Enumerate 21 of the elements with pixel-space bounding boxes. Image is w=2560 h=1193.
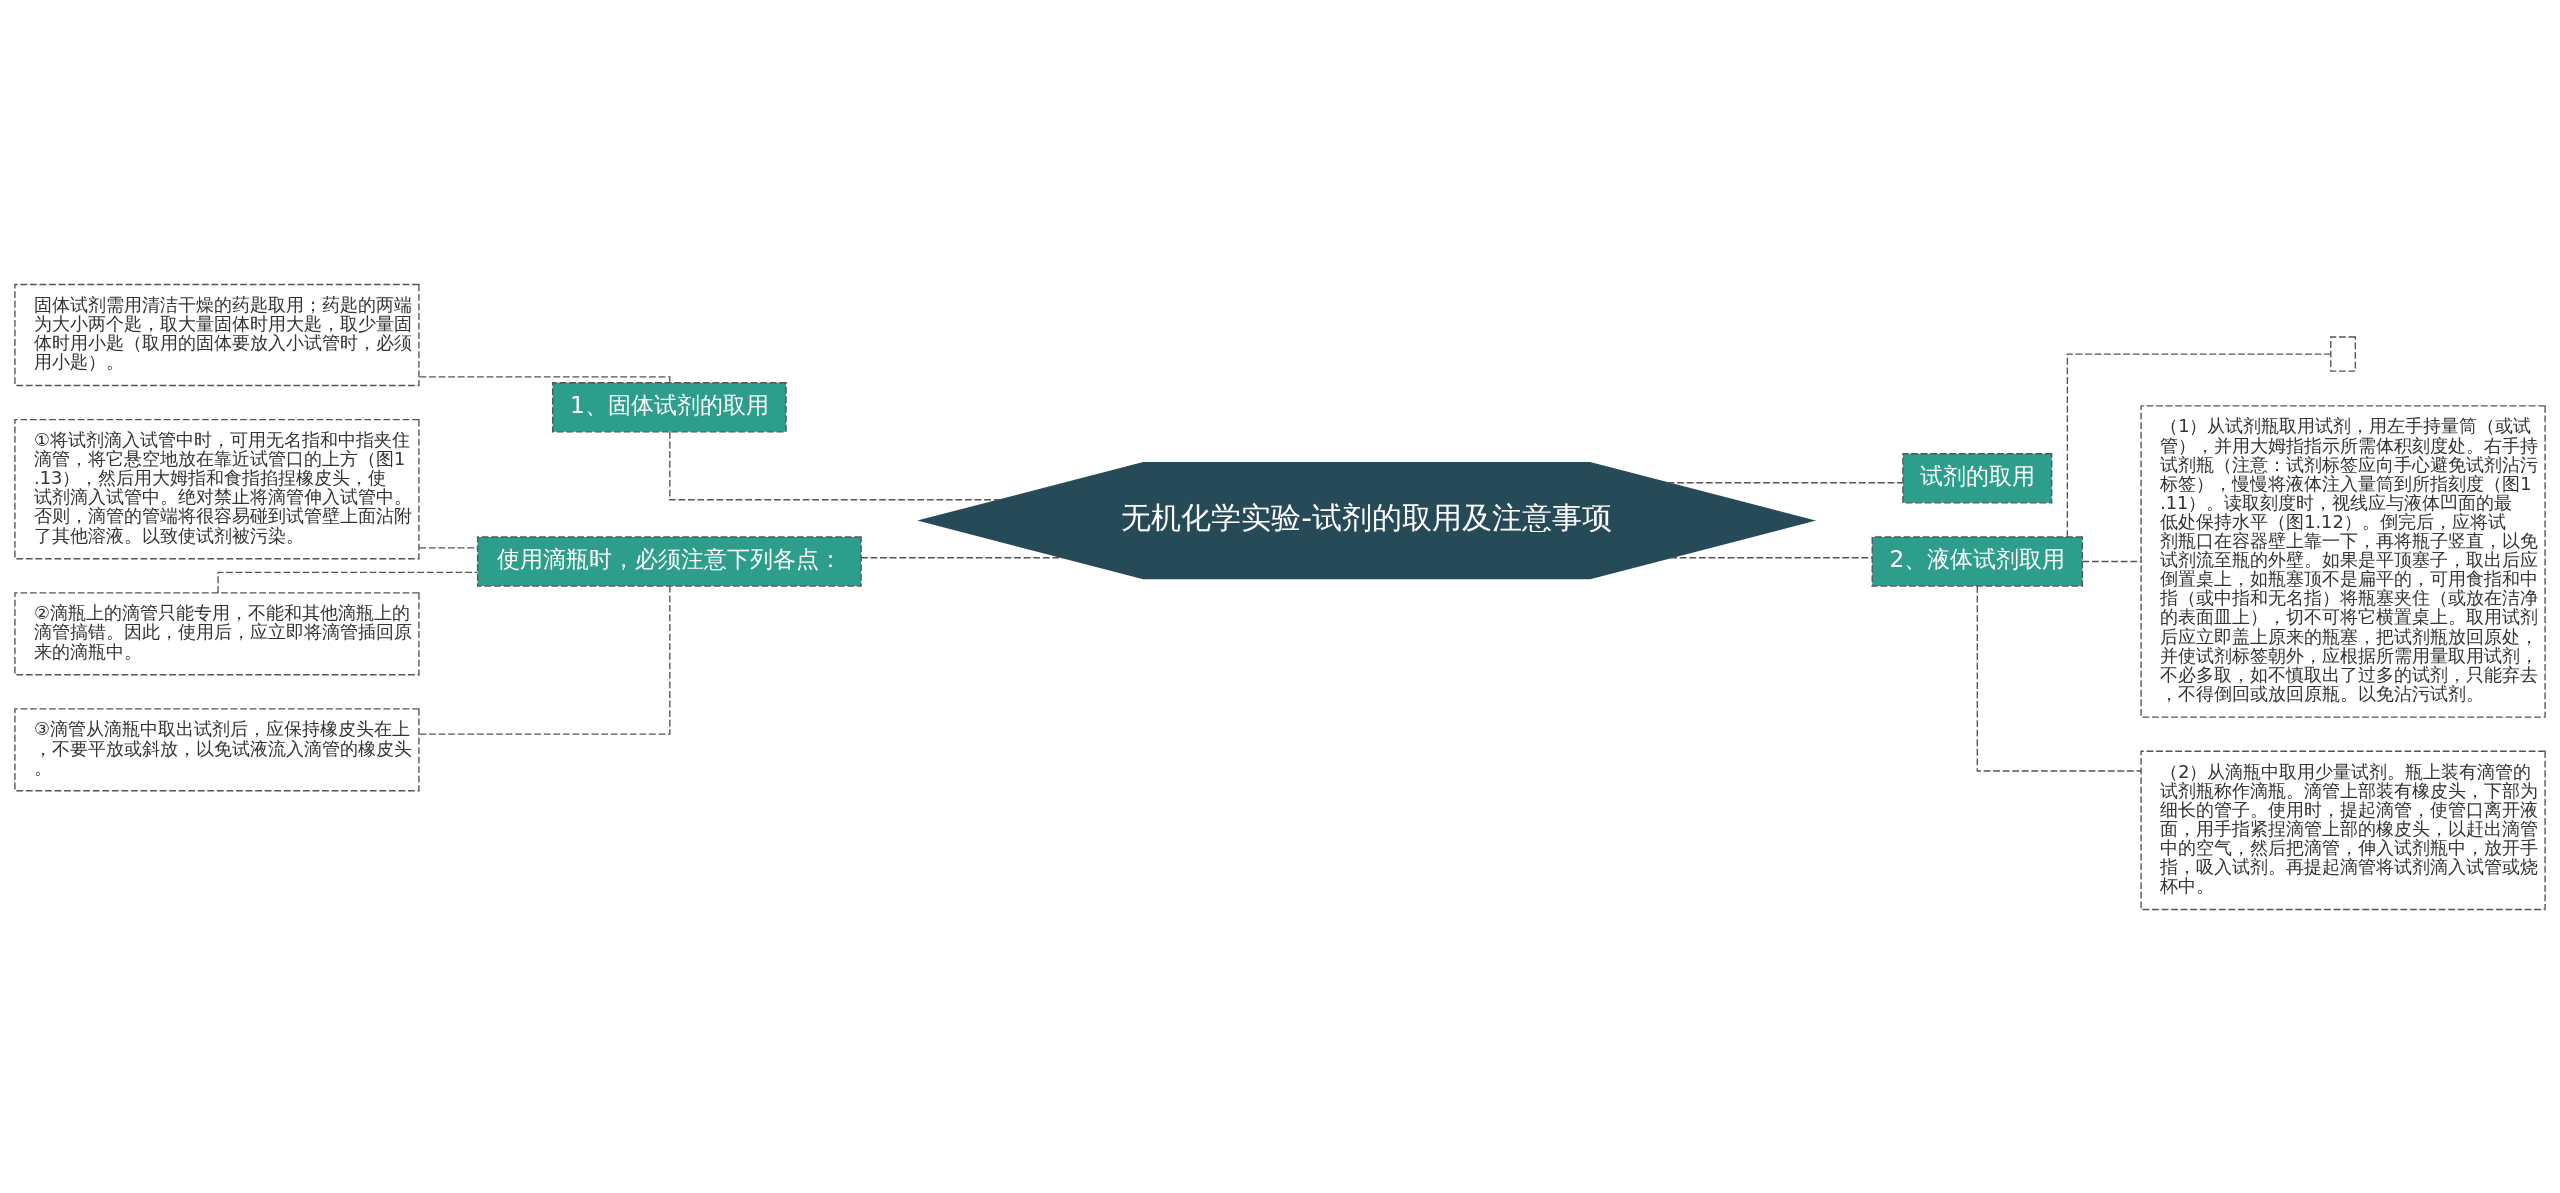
- connector: [418, 585, 671, 735]
- connector: [1666, 481, 1903, 483]
- node-box: [2330, 335, 2357, 372]
- node-box: （2）从滴瓶中取用少量试剂。瓶上装有滴管的试剂瓶称作滴瓶。滴管上部装有橡皮头，下部为细长的管子。使用时，提起滴管，使管口离开液面，用手指紧捏滴管上部的橡皮头，以赶出滴管中的空气，然后把滴管，伸入试剂瓶中，放开手指，吸入试剂。再提起滴管将试剂滴入试管或烧杯中。: [2140, 750, 2546, 910]
- node-box: 2、液体试剂取用: [1871, 535, 2084, 587]
- node-box: 试剂的取用: [1902, 452, 2053, 503]
- node-box: ①将试剂滴入试管中时，可用无名指和中指夹住滴管，将它悬空地放在靠近试管口的上方（图1.13），然后用大姆指和食指掐捏橡皮头，使试剂滴入试管中。绝对禁止将滴管伸入试管中。否则，滴管的管端将很容易碰到试管壁上面沾附了其他溶液。以致使试剂被污染。: [14, 418, 420, 559]
- connector: [2081, 560, 2142, 562]
- connector: [418, 375, 671, 383]
- connector: [217, 571, 478, 594]
- connector: [860, 556, 1064, 558]
- connector: [2066, 352, 2332, 538]
- node-box: 1、固体试剂的取用: [552, 381, 787, 433]
- node-box: 使用滴瓶时，必须注意下列各点：: [476, 535, 862, 587]
- node-box: ②滴瓶上的滴管只能专用，不能和其他滴瓶上的滴管搞错。因此，使用后，应立即将滴管插回原来的滴瓶中。: [14, 591, 420, 675]
- connector: [1669, 556, 1873, 558]
- node-box: （1）从试剂瓶取用试剂，用左手持量筒（或试管），并用大姆指指示所需体积刻度处。右手持试剂瓶（注意：试剂标签应向手心避免试剂沾污标签），慢慢将液体注入量筒到所指刻度（图1.11）。读取刻度时，视线应与液体凹面的最低处保持水平（图1.12）。倒完后，应将试剂瓶口在容器壁上靠一下，再将瓶子竖直，以免试剂流至瓶的外壁。如果是平顶塞子，取出后应倒置桌上，如瓶塞顶不是扁平的，可用食指和中指（或中指和无名指）将瓶塞夹住（或放在洁净的表面皿上），切不可将它横置桌上。取用试剂后应立即盖上原来的瓶塞，把试剂瓶放回原处，并使试剂标签朝外，应根据所需用量取用试剂，不必多取，如不慎取出了过多的试剂，只能弃去，不得倒回或放回原瓶。以免沾污试剂。: [2140, 404, 2546, 718]
- node-box: ③滴管从滴瓶中取出试剂后，应保持橡皮头在上，不要平放或斜放，以免试液流入滴管的橡皮头。: [14, 707, 420, 791]
- node-box: 固体试剂需用清洁干燥的药匙取用；药匙的两端为大小两个匙，取大量固体时用大匙，取少量固体时用小匙（取用的固体要放入小试管时，必须用小匙）。: [14, 283, 420, 386]
- connector: [669, 430, 1001, 500]
- connector: [1976, 585, 2142, 772]
